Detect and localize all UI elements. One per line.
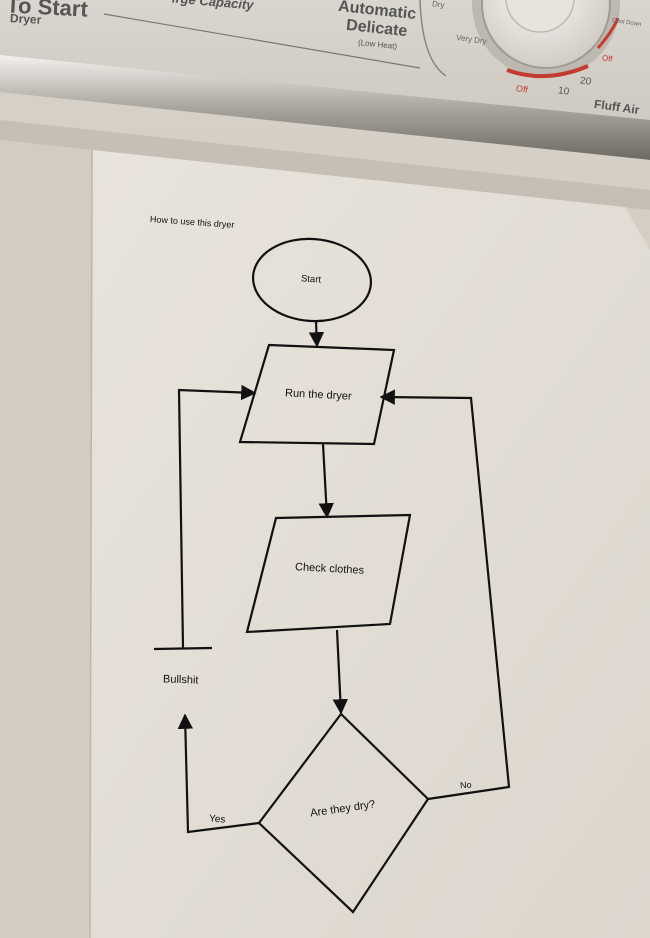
off-label-left: Off [515,83,529,95]
timer-dial-knob[interactable] [472,0,620,78]
arrow-check-to-decision [332,629,349,715]
minutes-10-label: 10 [557,85,570,98]
paper-edge [89,149,93,938]
arrow-yes-to-bullshit [177,713,260,834]
yes-branch-label: Yes [208,813,226,826]
lid-shadow [0,120,650,210]
decision-diamond [257,712,430,914]
flowchart-paper [90,150,650,938]
minutes-20-label: 20 [579,75,592,88]
start-label: Start [300,273,322,286]
dial-off-arc-right [596,17,620,49]
dry-label: Dry [431,0,446,10]
arrow-run-to-check [318,443,334,519]
dryer-label: Dryer [9,11,42,27]
bullshit-display-shape [153,646,213,651]
no-branch-label: No [459,779,472,791]
check-clothes-box [245,513,412,634]
arrow-bullshit-to-run [177,384,257,649]
run-dryer-box [238,343,396,446]
dryer-control-panel [0,0,650,120]
chrome-trim [0,55,650,160]
back-paper-sheet [0,140,92,938]
panel-divider-line [103,13,421,69]
dial-off-arc [506,64,589,79]
start-terminator [251,237,373,323]
panel-dial-outline [419,0,447,77]
flowchart-diagram [153,237,511,914]
arrow-start-to-run [308,320,325,348]
arrow-no-to-run [379,389,511,801]
off-label-right: Off [601,53,614,64]
bullshit-label: Bullshit [162,673,199,687]
